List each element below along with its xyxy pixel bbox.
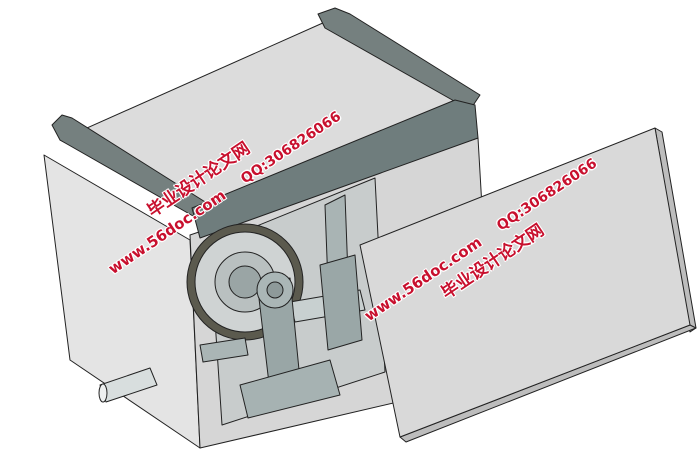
base-plate (239, 359, 341, 419)
input-shaft-end (98, 383, 108, 403)
front-rail (191, 99, 479, 239)
bearing-housing (319, 254, 363, 351)
gear-bore (228, 265, 262, 299)
worm-shaft (199, 337, 249, 363)
bracket-bore (266, 281, 284, 299)
back-rail (317, 7, 481, 111)
detached-cover (359, 127, 691, 438)
